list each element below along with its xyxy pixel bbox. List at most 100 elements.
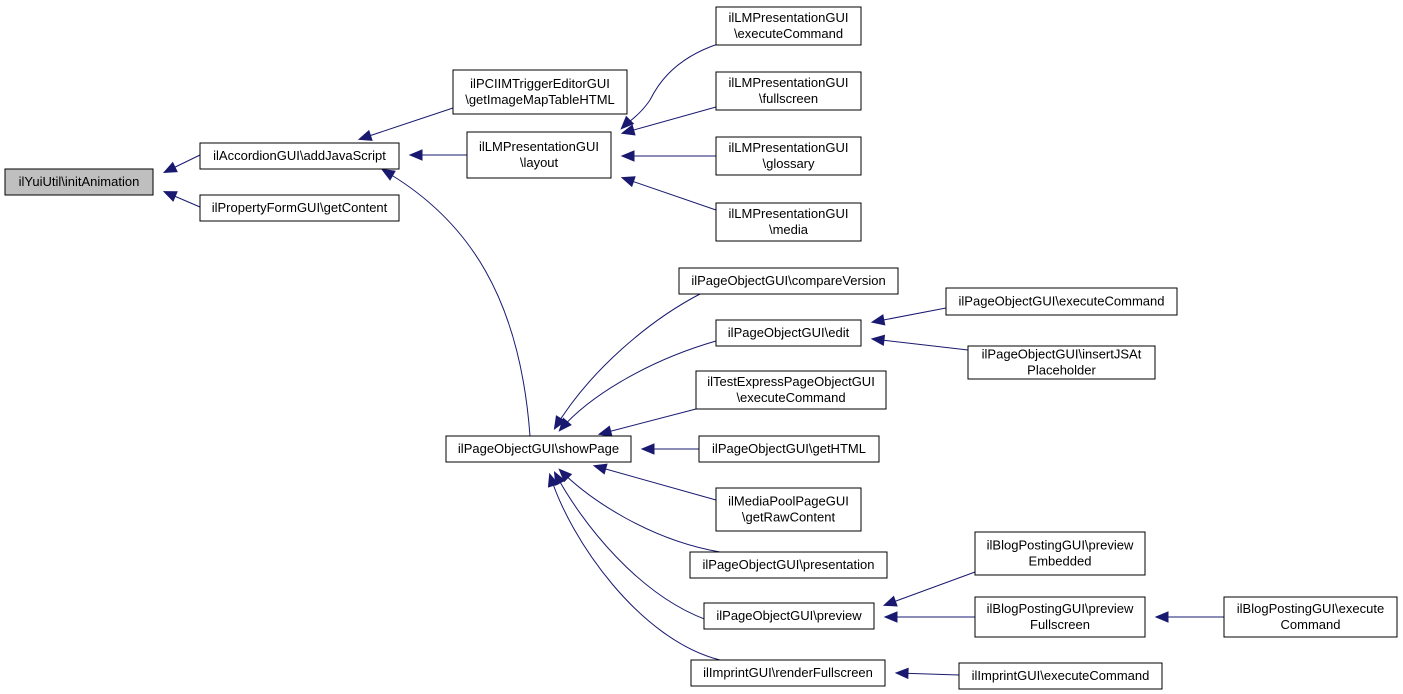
node-box[interactable] [445, 435, 632, 463]
edge-line [622, 177, 717, 211]
node-box[interactable] [466, 131, 612, 179]
edge-line [622, 106, 717, 134]
graph-node-n10[interactable]: ilPageObjectGUI\compareVersion [678, 267, 899, 295]
node-label: ilPropertyFormGUI\getContent [212, 200, 388, 215]
node-label: Embedded [1029, 554, 1092, 569]
node-label: ilYuiUtil\initAnimation [19, 174, 140, 189]
graph-node-n14[interactable]: ilMediaPoolPageGUI\getRawContent [715, 487, 862, 532]
edge-n23-n21 [1154, 611, 1224, 623]
edge-n18-n11 [870, 307, 947, 326]
node-box[interactable] [958, 662, 1163, 690]
node-label: ilLMPresentationGUI [729, 140, 849, 155]
graph-node-n22[interactable]: ilImprintGUI\executeCommand [958, 662, 1163, 690]
graph-node-n2[interactable]: ilPropertyFormGUI\getContent [199, 194, 400, 222]
node-box[interactable] [715, 71, 862, 111]
node-box[interactable] [974, 531, 1146, 576]
graph-node-n12[interactable]: ilTestExpressPageObjectGUI\executeComman… [695, 370, 887, 410]
edge-n11-n5 [558, 340, 717, 432]
graph-node-n6[interactable]: ilLMPresentationGUI\executeCommand [715, 6, 862, 46]
arrow-head-icon [381, 168, 396, 181]
node-box[interactable] [715, 202, 862, 242]
graph-node-n23[interactable]: ilBlogPostingGUI\executeCommand [1223, 596, 1398, 638]
node-label: ilPageObjectGUI\presentation [703, 557, 875, 572]
arrow-head-icon [620, 124, 636, 136]
graph-node-n4[interactable]: ilLMPresentationGUI\layout [466, 131, 612, 179]
node-box[interactable] [690, 659, 886, 687]
node-box[interactable] [199, 194, 400, 222]
edge-n22-n17 [894, 667, 960, 680]
graph-node-n15[interactable]: ilPageObjectGUI\presentation [689, 551, 888, 579]
node-label: ilPageObjectGUI\edit [728, 325, 850, 340]
edge-n14-n5 [592, 463, 717, 501]
graph-node-n13[interactable]: ilPageObjectGUI\getHTML [698, 435, 880, 463]
node-box[interactable] [689, 551, 888, 579]
arrow-head-icon [640, 443, 655, 455]
graph-node-n1[interactable]: ilAccordionGUI\addJavaScript [199, 142, 400, 170]
arrow-head-icon [870, 314, 886, 326]
arrow-head-icon [883, 611, 898, 623]
node-label: \executeCommand [734, 26, 843, 41]
graph-node-n18[interactable]: ilPageObjectGUI\executeCommand [945, 287, 1178, 316]
graph-node-n16[interactable]: ilPageObjectGUI\preview [703, 602, 875, 630]
arrow-head-icon [592, 463, 608, 475]
edge-line [621, 43, 719, 129]
graph-node-n5[interactable]: ilPageObjectGUI\showPage [445, 435, 632, 463]
arrow-head-icon [162, 161, 178, 174]
node-label: ilPageObjectGUI\preview [716, 608, 862, 623]
node-box[interactable] [715, 136, 862, 176]
edge-n2-n0 [162, 191, 201, 208]
graph-node-n9[interactable]: ilLMPresentationGUI\media [715, 202, 862, 242]
edge-n15-n5 [558, 468, 721, 553]
arrow-head-icon [558, 468, 573, 483]
node-label: ilLMPresentationGUI [729, 10, 849, 25]
node-label: ilAccordionGUI\addJavaScript [213, 148, 386, 163]
arrow-head-icon [162, 191, 178, 202]
node-box[interactable] [695, 370, 887, 410]
node-box[interactable] [945, 287, 1178, 316]
arrow-head-icon [357, 129, 373, 141]
node-box[interactable] [4, 168, 154, 196]
graph-node-n7[interactable]: ilLMPresentationGUI\fullscreen [715, 71, 862, 111]
edge-line [549, 474, 721, 661]
node-box[interactable] [698, 435, 880, 463]
edge-line [872, 338, 969, 351]
node-label: ilLMPresentationGUI [479, 139, 599, 154]
node-label: ilPageObjectGUI\getHTML [712, 441, 866, 456]
node-box[interactable] [715, 319, 862, 347]
node-box[interactable] [452, 69, 628, 115]
node-label: ilMediaPoolPageGUI [728, 494, 849, 509]
arrow-head-icon [597, 425, 613, 437]
node-box[interactable] [703, 602, 875, 630]
node-label: ilPageObjectGUI\executeCommand [959, 294, 1165, 309]
graph-node-n17[interactable]: ilImprintGUI\renderFullscreen [690, 659, 886, 687]
node-label: ilBlogPostingGUI\execute [1237, 601, 1384, 616]
edge-n3-n1 [357, 107, 454, 141]
edge-n12-n5 [597, 408, 697, 437]
graph-node-n0[interactable]: ilYuiUtil\initAnimation [4, 168, 154, 196]
node-box[interactable] [715, 6, 862, 46]
node-label: \executeCommand [736, 390, 845, 405]
arrow-head-icon [894, 667, 909, 680]
edge-line [872, 307, 947, 323]
node-box[interactable] [678, 267, 899, 295]
graph-node-n8[interactable]: ilLMPresentationGUI\glossary [715, 136, 862, 176]
node-label: ilPageObjectGUI\compareVersion [691, 273, 885, 288]
arrow-head-icon [620, 150, 635, 162]
node-box[interactable] [199, 142, 400, 170]
graph-node-n11[interactable]: ilPageObjectGUI\edit [715, 319, 862, 347]
edge-n10-n5 [553, 293, 701, 430]
node-box[interactable] [1223, 596, 1398, 638]
node-box[interactable] [715, 487, 862, 532]
edge-n19-n11 [870, 334, 969, 351]
node-box[interactable] [967, 345, 1156, 380]
node-label: \glossary [762, 156, 815, 171]
arrow-head-icon [553, 470, 566, 486]
node-box[interactable] [974, 596, 1146, 638]
node-label: ilPCIIMTriggerEditorGUI [470, 76, 610, 91]
graph-node-n3[interactable]: ilPCIIMTriggerEditorGUI\getImageMapTable… [452, 69, 628, 115]
node-label: \media [769, 222, 809, 237]
